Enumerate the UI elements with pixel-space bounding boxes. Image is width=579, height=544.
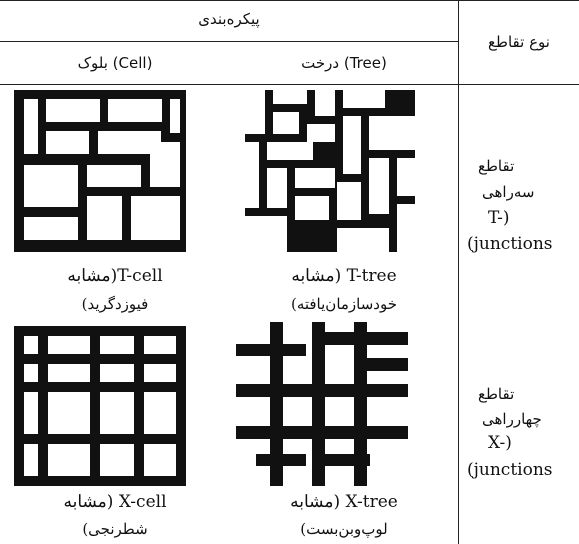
tree-column-header: درخت (Tree) — [230, 52, 458, 74]
t-junction-label-line3: T-) — [488, 207, 510, 229]
junction-column-divider — [458, 0, 459, 544]
x-junction-label-line3: X-) — [488, 432, 512, 454]
x-tree-caption-line2: لوپ‌وبن‌بست) — [230, 518, 458, 540]
t-tree-caption-line1: T-tree (مشابه — [230, 265, 458, 287]
t-cell-pattern-image — [14, 90, 186, 252]
x-cell-caption-line1: X-cell (مشابه — [0, 491, 230, 513]
junction-type-header: نوع تقاطع — [459, 31, 579, 53]
t-tree-pattern-image — [245, 90, 415, 252]
t-junction-label-line4: (junctions — [467, 233, 553, 255]
header-top-rule — [0, 0, 579, 1]
x-junction-label-line2: چهارراهی — [482, 408, 542, 430]
t-junction-label-line2: سه‌راهی — [482, 181, 534, 203]
t-cell-caption-line2: فیوزدگرید) — [0, 293, 230, 315]
x-junction-label-line4: (junctions — [467, 459, 553, 481]
x-cell-pattern-image — [14, 326, 186, 486]
header-subgroup-rule — [0, 41, 458, 42]
x-cell-caption-line2: شطرنجی) — [0, 518, 230, 540]
x-junction-label-line1: تقاطع — [478, 383, 514, 405]
t-tree-caption-line2: خودسازمان‌یافته) — [230, 293, 458, 315]
x-tree-pattern-image — [236, 322, 408, 486]
x-tree-caption-line1: X-tree (مشابه — [230, 491, 458, 513]
t-junction-label-line1: تقاطع — [478, 155, 514, 177]
header-bottom-rule — [0, 84, 579, 85]
pattern-group-header: پیکره‌بندی — [0, 8, 458, 30]
cell-column-header: بلوک (Cell) — [0, 52, 230, 74]
t-cell-caption-line1: T-cell(مشابه — [0, 265, 230, 287]
